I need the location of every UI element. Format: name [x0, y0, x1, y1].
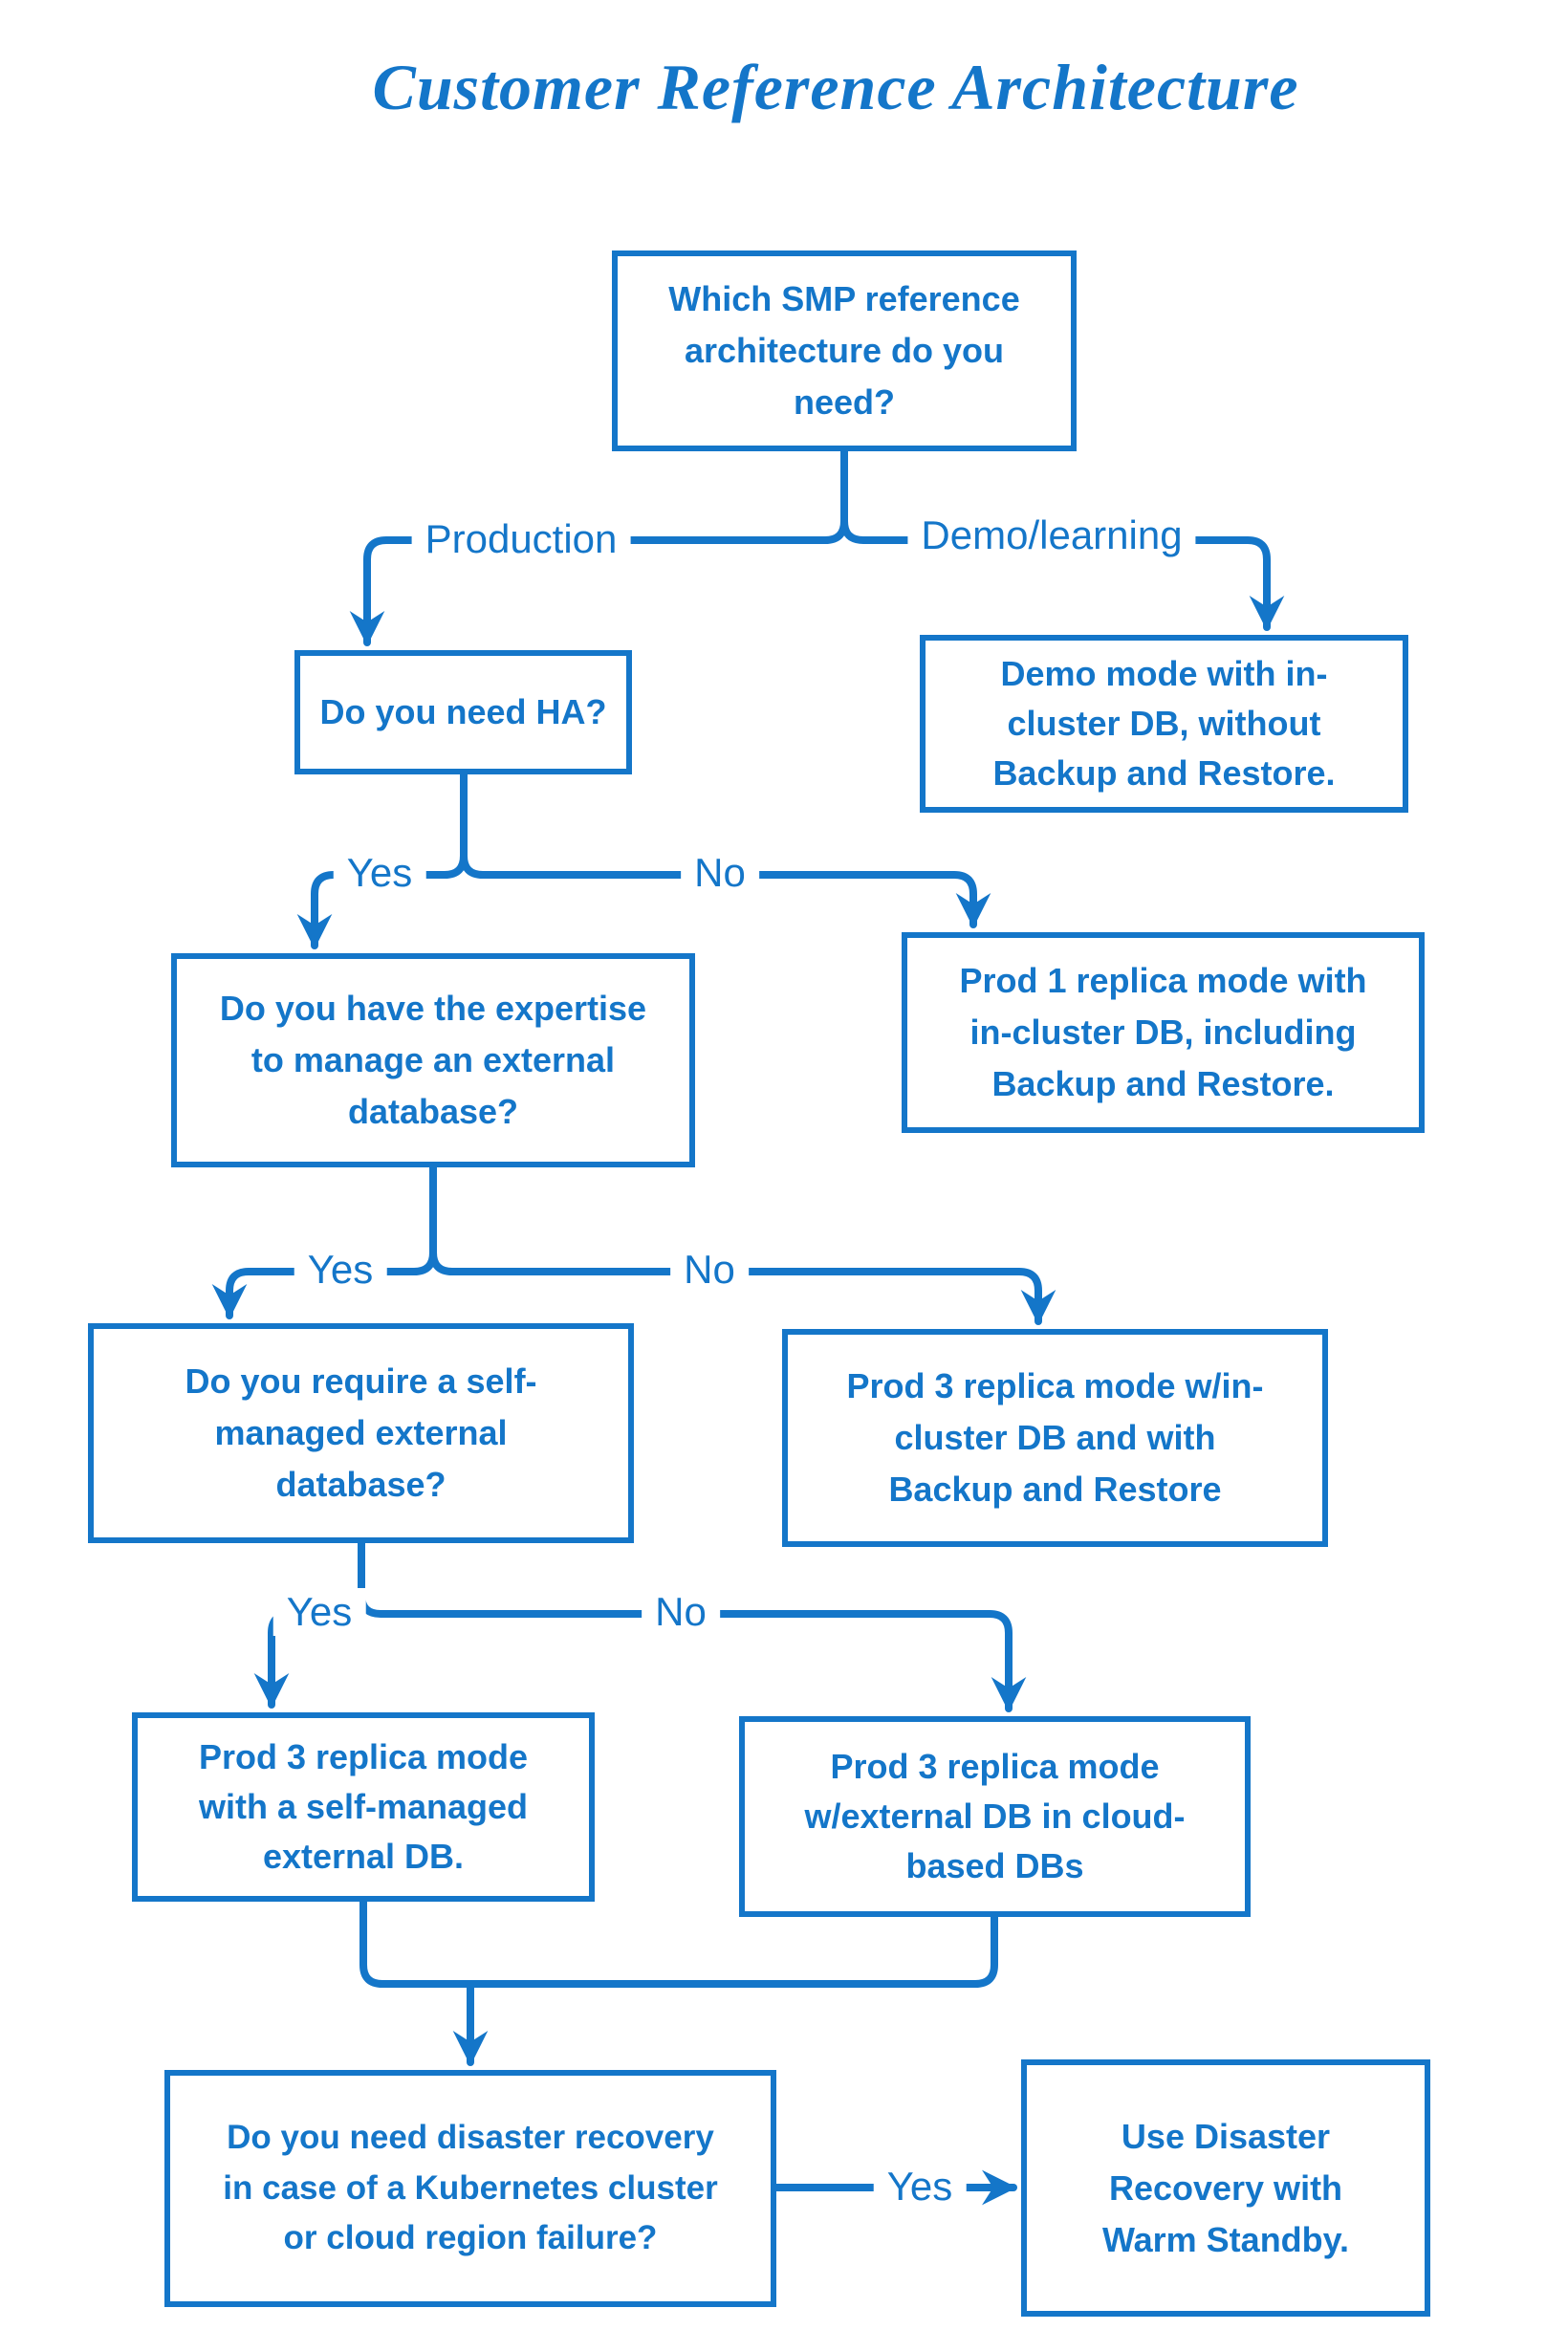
edge-label-selfdb-yes: Yes	[272, 1588, 366, 1636]
node-disaster-recovery-question: Do you need disaster recovery in case of…	[164, 2070, 776, 2307]
node-warm-standby: Use Disaster Recovery with Warm Standby.	[1021, 2059, 1430, 2317]
node-need-ha: Do you need HA?	[294, 650, 632, 774]
node-which-architecture: Which SMP reference architecture do you …	[612, 250, 1077, 451]
node-prod1-replica-text: Prod 1 replica mode with in-cluster DB, …	[959, 961, 1367, 1103]
edge-label-ha-no: No	[681, 849, 759, 897]
node-demo-mode-text: Demo mode with in- cluster DB, without B…	[992, 653, 1336, 794]
node-prod3-cloud-text: Prod 3 replica mode w/external DB in clo…	[804, 1746, 1186, 1886]
edge-label-production: Production	[411, 515, 631, 563]
edge-label-dr-yes: Yes	[873, 2163, 967, 2210]
edge-label-ha-yes: Yes	[333, 849, 426, 897]
node-self-managed-question-text: Do you require a self- managed external …	[185, 1361, 537, 1504]
node-prod3-cloud: Prod 3 replica mode w/external DB in clo…	[739, 1716, 1251, 1917]
node-need-ha-text: Do you need HA?	[319, 692, 607, 731]
node-prod3-incluster-text: Prod 3 replica mode w/in- cluster DB and…	[846, 1366, 1264, 1509]
node-expertise: Do you have the expertise to manage an e…	[171, 953, 695, 1167]
node-expertise-text: Do you have the expertise to manage an e…	[219, 989, 647, 1131]
node-prod3-self-managed: Prod 3 replica mode with a self-managed …	[132, 1712, 595, 1902]
edge-label-demo-learning: Demo/learning	[907, 512, 1196, 559]
edge-label-selfdb-no: No	[642, 1588, 720, 1636]
edge-label-expertise-yes: Yes	[294, 1246, 387, 1294]
node-self-managed-question: Do you require a self- managed external …	[88, 1323, 634, 1543]
node-disaster-recovery-question-text: Do you need disaster recovery in case of…	[223, 2119, 718, 2257]
node-demo-mode: Demo mode with in- cluster DB, without B…	[920, 635, 1408, 813]
node-prod3-self-managed-text: Prod 3 replica mode with a self-managed …	[198, 1736, 529, 1877]
node-which-architecture-text: Which SMP reference architecture do you …	[668, 279, 1020, 422]
edge-expertise-no-line	[429, 1164, 1056, 1325]
node-prod3-incluster: Prod 3 replica mode w/in- cluster DB and…	[782, 1329, 1328, 1547]
edge-label-expertise-no: No	[670, 1246, 749, 1294]
node-prod1-replica: Prod 1 replica mode with in-cluster DB, …	[902, 932, 1425, 1133]
node-warm-standby-text: Use Disaster Recovery with Warm Standby.	[1101, 2116, 1350, 2259]
edge-merge-line	[359, 1898, 998, 1988]
page-title: Customer Reference Architecture	[372, 51, 1299, 123]
